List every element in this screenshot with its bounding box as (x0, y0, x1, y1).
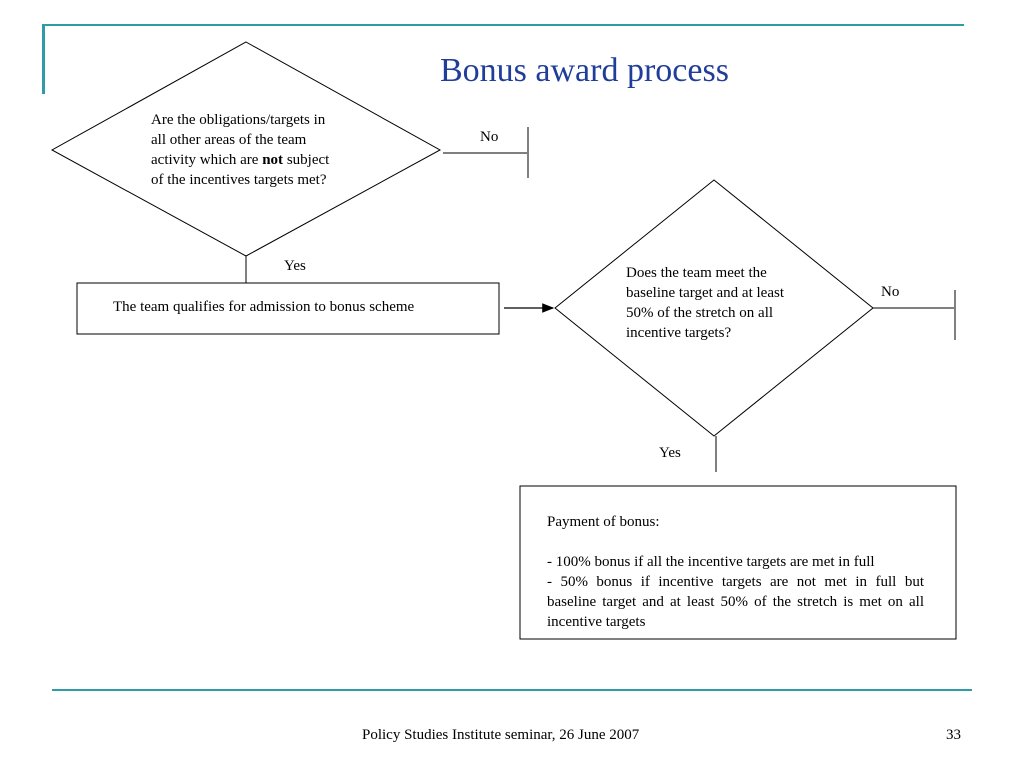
decision-2-diamond (554, 179, 874, 437)
decision-2-question: Does the team meet the baseline target a… (626, 263, 826, 343)
page-number: 33 (946, 727, 961, 743)
decision-1-line-1: Are the obligations/targets in (151, 112, 326, 128)
slide-title: Bonus award process (440, 52, 729, 89)
decision-1-line-2: all other areas of the team (151, 132, 307, 148)
payment-heading: Payment of bonus: (547, 514, 660, 530)
decision-1-line-3: activity which are not subject (151, 150, 366, 170)
decision-2-line-3: 50% of the stretch on all (626, 305, 774, 321)
top-horizontal-line (42, 24, 964, 26)
qualify-box-border (76, 282, 500, 335)
payment-item-2: - 50% bonus if incentive targets are not… (547, 574, 924, 630)
decision-1-yes-label: Yes (284, 258, 306, 274)
qualify-box-text: The team qualifies for admission to bonu… (113, 299, 415, 315)
decision-2-yes-label: Yes (659, 445, 681, 461)
decision-2-no-label: No (881, 284, 900, 300)
decision-2-line-2: baseline target and at least (626, 285, 784, 301)
decision-1-question: Are the obligations/targets in all other… (151, 110, 366, 190)
decision-1-line-4: of the incentives targets met? (151, 172, 327, 188)
decision-2-line-4: incentive targets? (626, 325, 732, 341)
payment-box-border (519, 485, 957, 640)
bottom-horizontal-line (52, 689, 972, 691)
decision-2-line-1: Does the team meet the (626, 265, 767, 281)
decision-1-no-label: No (480, 129, 499, 145)
top-left-vertical-line (42, 24, 45, 94)
payment-spacer (547, 532, 924, 552)
decision-1-line-3-bold: not (262, 152, 284, 168)
payment-item-1: - 100% bonus if all the incentive target… (547, 554, 875, 570)
payment-box-content: Payment of bonus: - 100% bonus if all th… (547, 512, 924, 632)
decision-1-line-3-post: subject (283, 152, 330, 168)
footer-text: Policy Studies Institute seminar, 26 Jun… (362, 727, 640, 743)
decision-1-line-3-pre: activity which are (151, 152, 263, 168)
